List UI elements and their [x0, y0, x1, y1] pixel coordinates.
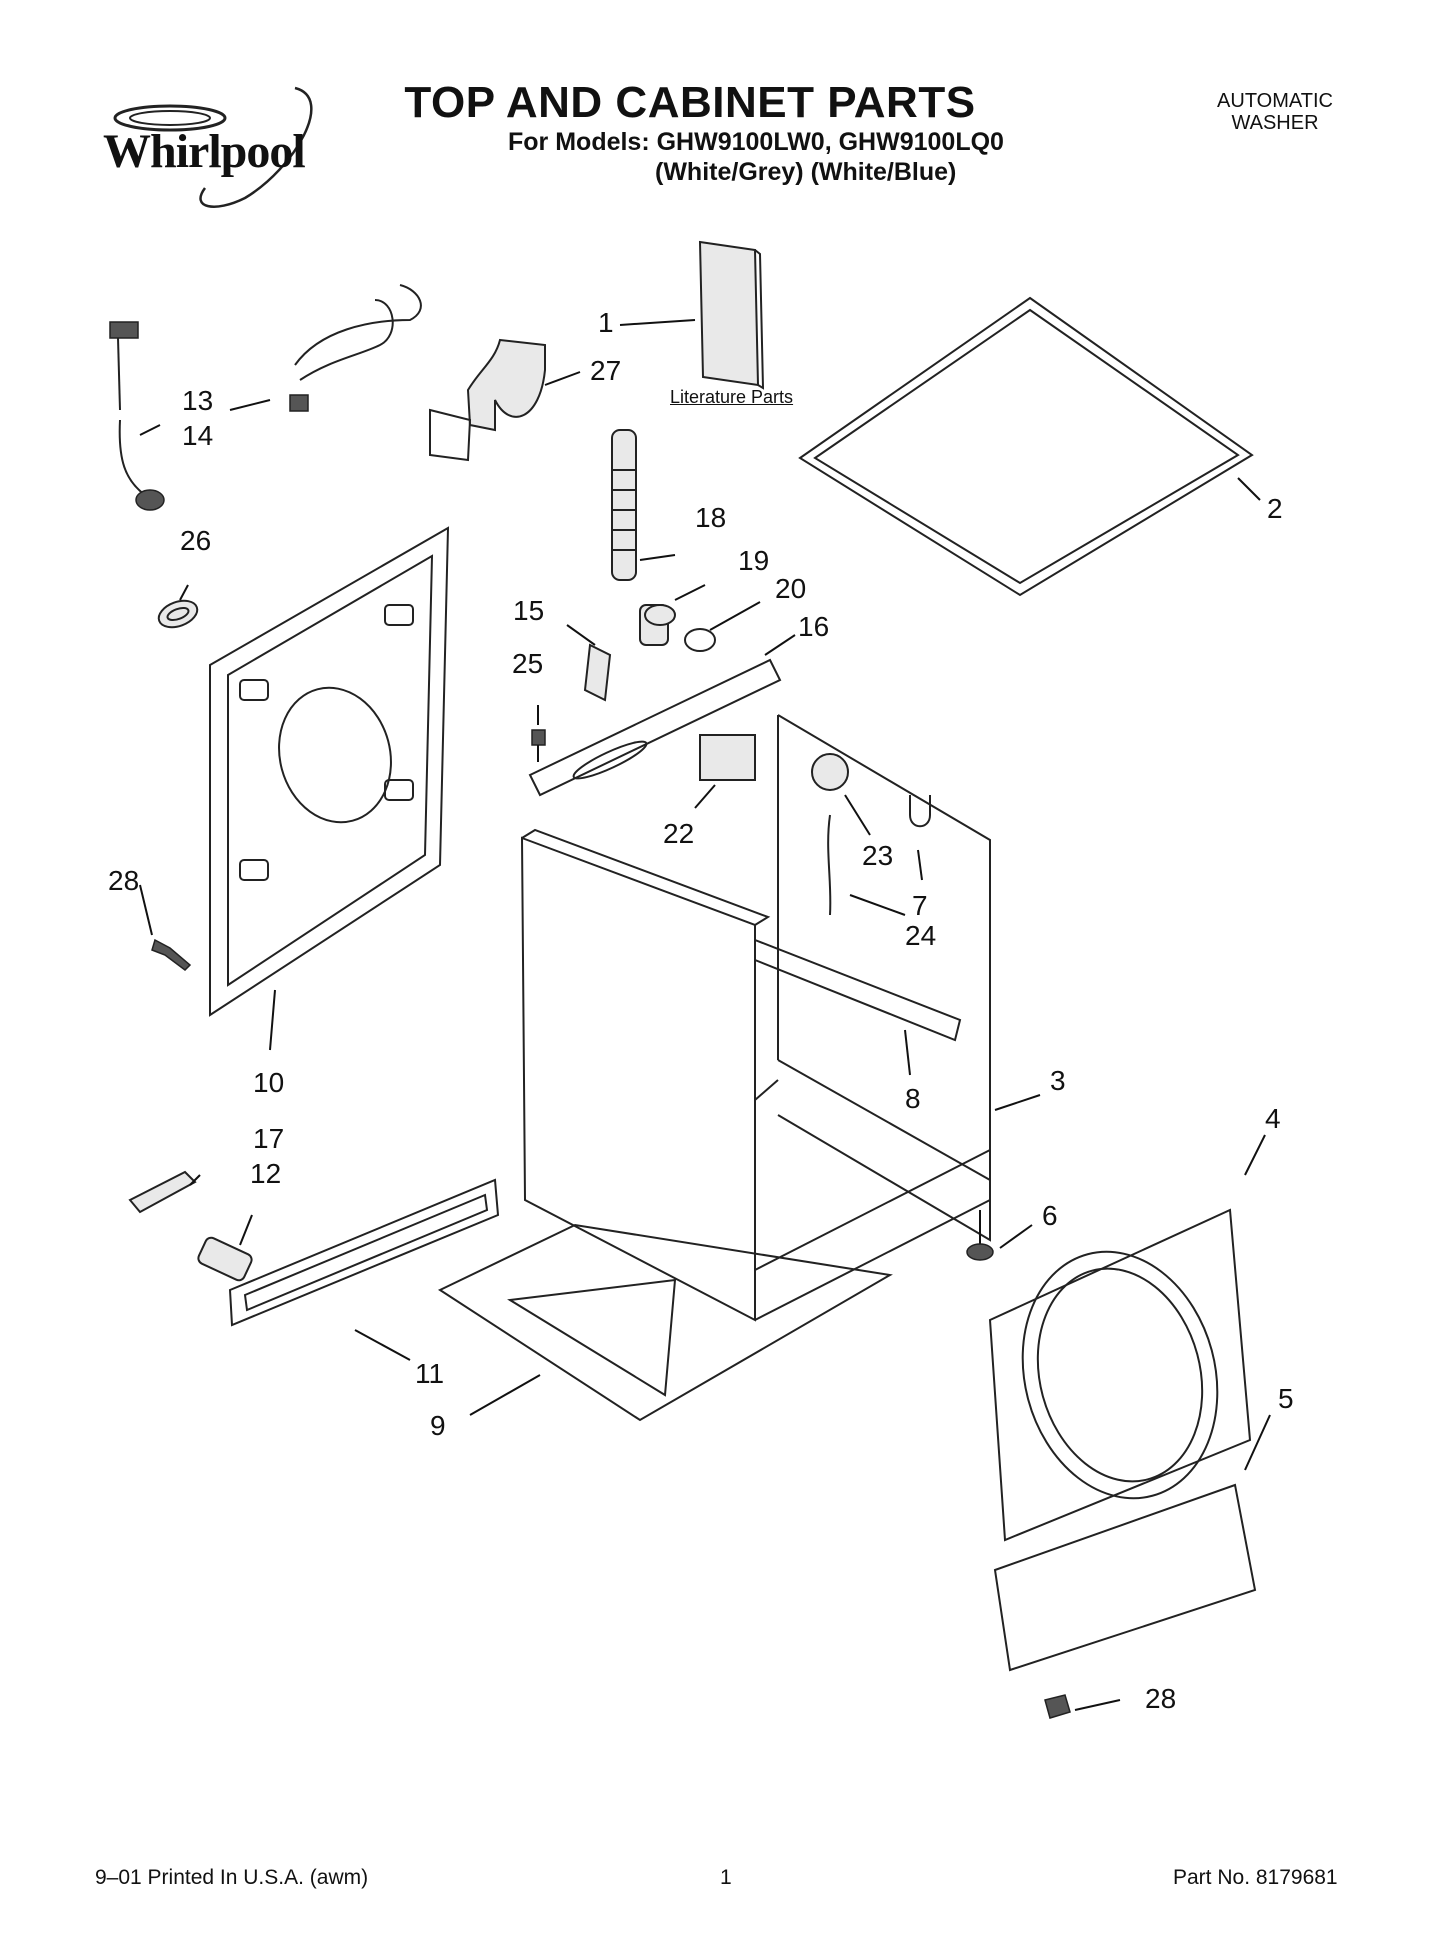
part-top-rail [528, 658, 782, 797]
part-front-panel [988, 1208, 1252, 1542]
product-type: AUTOMATIC WASHER [1195, 90, 1355, 134]
literature-parts-label: Literature Parts [670, 387, 794, 407]
part-valve [197, 1236, 253, 1282]
print-info: 9–01 Printed In U.S.A. (awm) [95, 1866, 369, 1889]
callout-12: 12 [250, 1158, 281, 1189]
part-mount-bracket [128, 1170, 197, 1214]
part-tube [827, 814, 832, 916]
product-line-2: WASHER [1231, 112, 1319, 134]
part-cabinet [520, 714, 991, 1322]
part-rear-panel [209, 526, 450, 1017]
callout-17: 17 [253, 1123, 284, 1154]
callout-2: 2 [1267, 493, 1283, 524]
part-lower-panel [993, 1483, 1257, 1672]
part-leveling-leg [966, 1210, 994, 1261]
part-number: Part No. 8179681 [1173, 1866, 1338, 1889]
callout-27: 27 [590, 355, 621, 386]
part-inlet-hose-and-cord [109, 284, 422, 511]
callout-8: 8 [905, 1083, 921, 1114]
colors-line: (White/Grey) (White/Blue) [655, 158, 957, 186]
callout-18: 18 [695, 502, 726, 533]
page-number: 1 [720, 1866, 732, 1889]
callout-3: 3 [1050, 1065, 1066, 1096]
part-hose-fitting [639, 604, 716, 652]
callout-4: 4 [1265, 1103, 1281, 1134]
part-screw-left [151, 938, 192, 971]
callout-23: 23 [862, 840, 893, 871]
part-drain-hose [611, 429, 637, 581]
part-u-clip [909, 795, 931, 828]
callout-20: 20 [775, 573, 806, 604]
part-screw-right [1044, 1694, 1071, 1719]
callout-15: 15 [513, 595, 544, 626]
part-grommet [157, 599, 199, 629]
callout-9: 9 [430, 1410, 446, 1441]
part-base-plate [437, 1223, 893, 1422]
callout-28-right: 28 [1145, 1683, 1176, 1714]
brand-name: Whirlpool [103, 125, 306, 178]
callout-26: 26 [180, 525, 211, 556]
part-switch [699, 734, 756, 781]
callout-28-left: 28 [108, 865, 139, 896]
callout-6: 6 [1042, 1200, 1058, 1231]
callout-5: 5 [1278, 1383, 1294, 1414]
part-toe-panel [228, 1178, 500, 1327]
part-literature-booklet [698, 240, 765, 390]
callout-16: 16 [798, 611, 829, 642]
whirlpool-logo: Whirlpool [95, 78, 345, 218]
page-title: TOP AND CABINET PARTS [404, 78, 976, 127]
callout-10: 10 [253, 1067, 284, 1098]
callout-24: 24 [905, 920, 936, 951]
callout-1: 1 [598, 307, 614, 338]
logo-swirl-icon [113, 86, 313, 208]
callout-14: 14 [182, 420, 213, 451]
models-line: For Models: GHW9100LW0, GHW9100LQ0 [508, 128, 1004, 156]
callout-19: 19 [738, 545, 769, 576]
callout-25: 25 [512, 648, 543, 679]
callout-7: 7 [912, 890, 928, 921]
part-brace [754, 938, 962, 1042]
callout-22: 22 [663, 818, 694, 849]
callout-13: 13 [182, 385, 213, 416]
part-hose-bracket [429, 338, 546, 462]
part-clip [583, 643, 612, 702]
product-line-1: AUTOMATIC [1217, 90, 1333, 112]
part-screw-top [531, 729, 546, 762]
part-top-frame [798, 296, 1254, 597]
part-pressure-switch [811, 753, 849, 791]
leader-lines [139, 319, 1271, 1711]
callout-11: 11 [415, 1358, 444, 1389]
